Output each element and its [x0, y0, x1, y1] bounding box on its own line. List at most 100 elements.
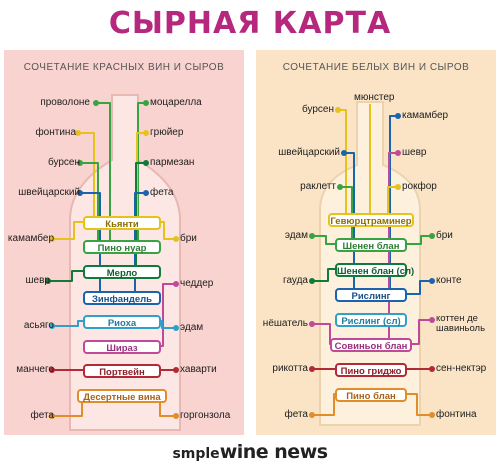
wine-pinot-grigio: Пино гриджо: [335, 363, 407, 377]
white-right-connector: [407, 235, 432, 245]
cheese-feta-white: фета: [284, 409, 309, 420]
wine-shiraz: Шираз: [83, 340, 161, 354]
white-left-connector: [312, 393, 335, 416]
red-left-dot: [75, 130, 81, 136]
wine-gewurztraminer: Гевюрцтраминер: [328, 213, 414, 227]
red-left-dot: [49, 236, 55, 242]
red-left-dot: [77, 190, 83, 196]
white-left-dot: [309, 278, 315, 284]
red-left-dot: [49, 367, 55, 373]
white-right-connector: [407, 280, 432, 295]
wine-pinot-noir: Пино нуар: [83, 240, 161, 254]
cheese-camembert-white: камамбер: [402, 110, 449, 121]
white-left-dot: [309, 321, 315, 327]
red-right-connector: [161, 221, 176, 240]
white-panel-subtitle: СОЧЕТАНИЕ БЕЛЫХ ВИН И СЫРОВ: [282, 62, 470, 73]
wine-merlot: Мерло: [83, 265, 161, 279]
cheese-parmesan: пармезан: [150, 157, 195, 168]
cheese-gorgonzola: горгонзола: [180, 410, 231, 421]
wine-chenin-blanc-sweet: Шенен блан (сл): [335, 263, 414, 277]
white-left-connector: [312, 235, 335, 245]
white-right-dot: [395, 150, 401, 156]
cheese-manchego: манчего: [16, 364, 54, 375]
red-left-connector: [52, 320, 83, 327]
cheese-camembert: камамбер: [7, 233, 54, 244]
white-left-dot: [337, 184, 343, 190]
cheese-boursin-white: бурсен: [301, 104, 334, 115]
red-left-dot: [77, 160, 83, 166]
red-left-connector: [48, 270, 83, 282]
red-right-dot: [143, 190, 149, 196]
cheese-crottin-de-chavignol: коттен де шавиньоль: [436, 313, 486, 334]
wine-riesling: Рислинг: [335, 288, 407, 302]
cheese-boursin: бурсен: [47, 157, 80, 168]
white-right-dot: [429, 317, 435, 323]
white-left-dot: [309, 233, 315, 239]
page-title: СЫРНАЯ КАРТА: [108, 6, 392, 41]
cheese-provolone: проволоне: [40, 97, 90, 108]
white-left-dot: [309, 412, 315, 418]
wine-sauvignon-blanc: Совиньон блан: [330, 338, 412, 352]
cheese-roquefort: рокфор: [402, 181, 437, 192]
white-right-dot: [395, 113, 401, 119]
white-right-connector: [407, 319, 432, 345]
wine-riesling-sweet: Рислинг (сл): [335, 313, 407, 327]
cheese-mozzarella: моцарелла: [150, 97, 202, 108]
red-right-dot: [143, 100, 149, 106]
white-left-dot: [309, 366, 315, 372]
red-left-connector: [52, 221, 83, 240]
cheese-brie-white: бри: [436, 230, 453, 241]
cheese-feta-red-right: фета: [150, 187, 174, 198]
cheese-gouda: гауда: [283, 275, 308, 286]
wine-pinot-blanc: Пино блан: [335, 388, 407, 402]
red-right-connector: [161, 283, 176, 347]
wine-port: Портвейн: [83, 364, 161, 378]
cheese-swiss: швейцарский: [18, 187, 80, 198]
cheese-ricotta: рикотта: [272, 363, 308, 374]
white-left-connector: [312, 268, 335, 282]
cheese-comte: конте: [436, 275, 462, 286]
wine-chenin-blanc: Шенен блан: [335, 238, 407, 252]
white-right-dot: [429, 278, 435, 284]
red-right-dot: [173, 367, 179, 373]
red-right-connector: [161, 320, 176, 329]
red-right-dot: [173, 236, 179, 242]
cheese-edam-red: эдам: [180, 322, 204, 333]
white-right-connector: [407, 393, 432, 416]
white-right-dot: [395, 184, 401, 190]
cheese-munster: мюнстер: [354, 92, 395, 103]
wine-rioja: Риоха: [83, 315, 161, 329]
cheese-feta-red-left: фета: [30, 410, 55, 421]
red-left-dot: [49, 323, 55, 329]
red-right-dot: [173, 281, 179, 287]
wine-dessert: Десертные вина: [77, 389, 167, 403]
red-right-dot: [143, 130, 149, 136]
cheese-raclette: раклетт: [300, 181, 336, 192]
cheese-neufchatel: нёшатель: [262, 318, 308, 329]
red-right-dot: [143, 160, 149, 166]
red-right-dot: [173, 413, 179, 419]
cheese-asiago: асьяго: [23, 320, 54, 331]
wine-zinfandel: Зинфандель: [83, 291, 161, 305]
cheese-fontina: фонтина: [35, 127, 76, 138]
wine-chianti: Кьянти: [83, 216, 161, 230]
cheese-brie-red: бри: [180, 233, 197, 244]
white-right-dot: [429, 366, 435, 372]
red-left-dot: [45, 278, 51, 284]
white-left-dot: [335, 107, 341, 113]
red-left-dot: [93, 100, 99, 106]
white-right-dot: [429, 412, 435, 418]
red-panel-subtitle: СОЧЕТАНИЕ КРАСНЫХ ВИН И СЫРОВ: [23, 62, 225, 73]
white-left-dot: [341, 150, 347, 156]
cheese-saint-nectaire: сен-нектэр: [436, 363, 487, 374]
cheese-chevre: шевр: [25, 275, 50, 286]
brand-logo: smplewine news: [172, 441, 328, 463]
cheese-havarti: хаварти: [180, 364, 217, 375]
cheese-fontina-white: фонтина: [436, 409, 477, 420]
white-right-dot: [429, 233, 435, 239]
cheese-gruyere: грюйер: [150, 127, 184, 138]
cheese-chevre-white: шевр: [402, 147, 427, 158]
cheese-cheddar: чеддер: [180, 278, 214, 289]
cheese-swiss-white: швейцарский: [278, 147, 340, 158]
